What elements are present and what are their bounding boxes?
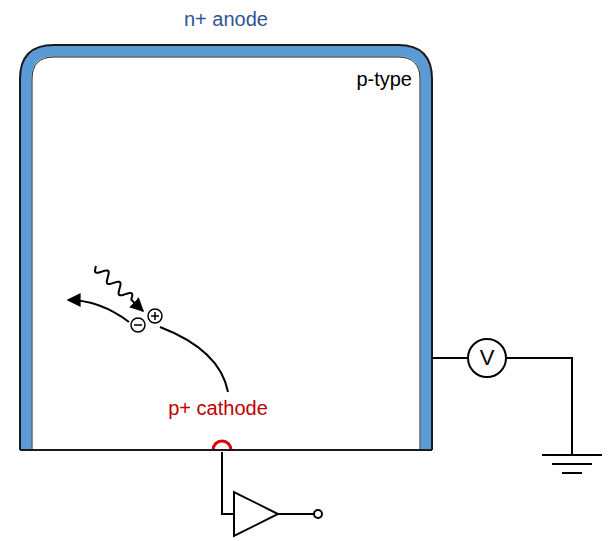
output-terminal: [314, 510, 322, 518]
hole-drift-path: [160, 327, 228, 392]
electron-hole-pair: [131, 309, 162, 332]
photon-wave: [95, 266, 143, 311]
p-plus-contact: [213, 441, 231, 450]
output-wire: [278, 513, 314, 515]
amplifier-symbol: [234, 492, 278, 536]
n-plus-layer: [26, 51, 426, 450]
electrode-label: p+ cathode: [168, 396, 268, 420]
region-label: p-type: [356, 67, 412, 91]
wire: [432, 357, 467, 359]
ground-bar: [552, 463, 592, 465]
ground-wire: [507, 358, 572, 455]
inner-surface: [32, 57, 420, 450]
signal-wire: [222, 452, 234, 514]
ground-bar: [542, 454, 602, 456]
outer-surface: [20, 45, 432, 450]
detector-body: n+ anodep-type: [20, 45, 432, 450]
electrode-label: n+ anode: [184, 7, 268, 31]
voltmeter-circle: V: [467, 338, 507, 378]
electron-drift-arrow: [68, 300, 129, 322]
ground-symbol: [542, 455, 602, 473]
detector-body-outline: [20, 45, 432, 450]
meter-circle: [468, 339, 506, 377]
plus-sign: [154, 312, 156, 320]
electron: [131, 318, 145, 332]
hole: [148, 309, 162, 323]
voltmeter-symbol: V: [480, 346, 495, 370]
ground-bar: [562, 472, 582, 474]
minus-sign: [134, 324, 142, 326]
bottom-surface: [20, 449, 432, 451]
